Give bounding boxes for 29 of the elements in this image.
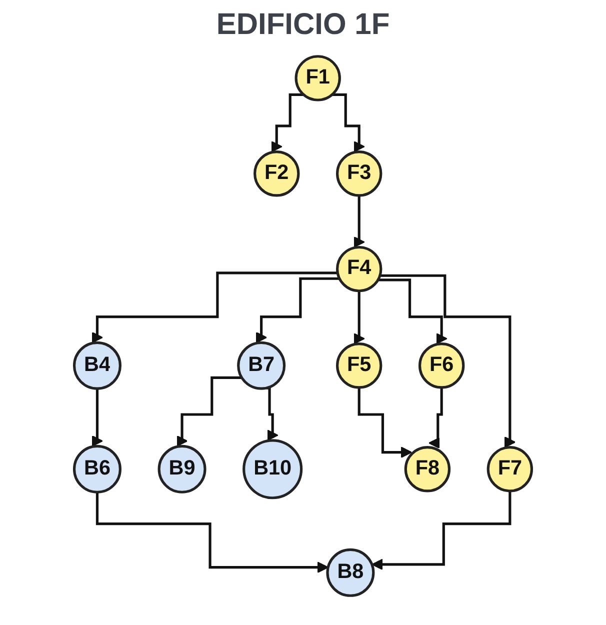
arrow — [332, 93, 365, 152]
arrow — [378, 278, 448, 344]
arrow — [353, 290, 365, 344]
node-circle: F4 — [336, 246, 382, 292]
arrow — [92, 387, 103, 447]
node-circle: B9 — [158, 444, 206, 494]
arrow — [270, 93, 304, 152]
node-circle: F1 — [294, 55, 341, 102]
node-circle: F6 — [418, 342, 465, 389]
arrow — [380, 274, 516, 448]
arrow — [428, 386, 443, 449]
arrow — [266, 386, 278, 441]
node-circle: B7 — [237, 341, 286, 390]
arrow — [92, 272, 338, 344]
node-circle: B4 — [72, 341, 122, 390]
node-circle: F8 — [404, 446, 451, 492]
arrow — [358, 386, 412, 458]
node-circle: B10 — [242, 439, 303, 500]
node-circle: B6 — [72, 444, 122, 494]
node-circle: F3 — [336, 150, 382, 197]
node-circle: B8 — [326, 548, 375, 597]
node-circle: F5 — [336, 342, 382, 389]
arrow — [256, 277, 340, 344]
node-circle: F2 — [254, 150, 300, 197]
arrow — [353, 194, 365, 248]
arrow — [372, 490, 512, 570]
diagram-title: EDIFICIO 1F — [215, 8, 391, 42]
node-circle: F7 — [486, 446, 534, 492]
arrow — [176, 376, 242, 447]
